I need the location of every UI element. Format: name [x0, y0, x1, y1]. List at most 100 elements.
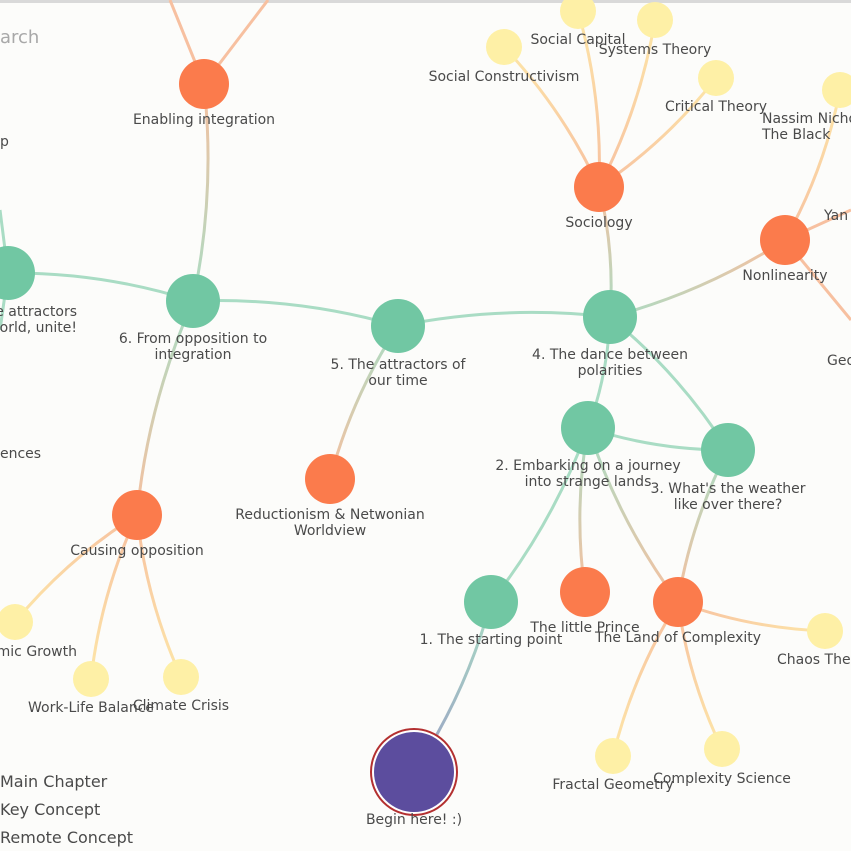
node-econgrowth[interactable]: mic Growth [0, 604, 77, 660]
node-label-sociology: Sociology [565, 215, 632, 231]
node-label-line: Social Capital [530, 32, 625, 48]
node-label-fractal: Fractal Geometry [552, 777, 673, 793]
node-nonlin[interactable]: Nonlinearity [742, 215, 828, 284]
node-chaos[interactable]: Chaos The [777, 613, 851, 668]
node-label-edge_yan: Yan [823, 208, 848, 224]
node-label-prince: The little Prince [529, 620, 639, 636]
node-climate[interactable]: Climate Crisis [133, 659, 229, 714]
node-circle-reduct[interactable] [305, 454, 355, 504]
node-systheory[interactable]: Systems Theory [599, 2, 712, 58]
node-circle-nassim[interactable] [822, 72, 851, 108]
node-circle-prince[interactable] [560, 567, 610, 617]
legend-key-concept: Key Concept [0, 800, 101, 819]
node-label-line: 4. The dance between [532, 347, 688, 363]
node-label-line: 5. The attractors of [331, 357, 467, 373]
node-label-line: Fractal Geometry [552, 777, 673, 793]
node-label-line: polarities [578, 363, 643, 379]
node-circle-cxscience[interactable] [704, 731, 740, 767]
node-circle-c3[interactable] [701, 423, 755, 477]
node-label-line: Worldview [294, 523, 366, 539]
node-label-nonlin: Nonlinearity [742, 268, 827, 284]
node-circle-soccap[interactable] [560, 0, 596, 29]
node-label-line: Climate Crisis [133, 698, 229, 714]
node-circle-worklife[interactable] [73, 661, 109, 697]
node-circle-crittheory[interactable] [698, 60, 734, 96]
node-label-soccap: Social Capital [530, 32, 625, 48]
node-label-line: like over there? [674, 497, 783, 513]
node-label-line: ences [0, 446, 41, 462]
node-prince[interactable]: The little Prince [529, 567, 640, 636]
node-circle-start[interactable] [374, 732, 454, 812]
nodes-layer: Begin here! :) 1. The starting point 2. Em… [0, 0, 851, 828]
node-cxscience[interactable]: Complexity Science [653, 731, 791, 787]
node-label-edge_ences: ences [0, 446, 41, 462]
node-label-edge_geo: Geo [827, 353, 851, 369]
node-circle-causing[interactable] [112, 490, 162, 540]
node-circle-econgrowth[interactable] [0, 604, 33, 640]
node-circle-c5[interactable] [371, 299, 425, 353]
node-circle-landcx[interactable] [653, 577, 703, 627]
node-circle-c7[interactable] [0, 246, 35, 300]
node-causing[interactable]: Causing opposition [70, 490, 204, 559]
edge-causing-climate [135, 514, 183, 678]
node-enabling[interactable]: Enabling integration [133, 59, 275, 128]
node-label-line: The Land of Complexity [594, 630, 761, 646]
node-circle-c4[interactable] [583, 290, 637, 344]
node-circle-climate[interactable] [163, 659, 199, 695]
node-start[interactable]: Begin here! :) [366, 728, 462, 828]
node-label-line: 2. Embarking on a journey [495, 458, 680, 474]
node-crittheory[interactable]: Critical Theory [665, 60, 767, 115]
node-label-line: 6. From opposition to [119, 331, 267, 347]
node-label-line: mic Growth [0, 644, 77, 660]
node-soccap[interactable]: Social Capital [530, 0, 626, 48]
node-label-line: The Black [761, 127, 831, 143]
node-circle-fractal[interactable] [595, 738, 631, 774]
node-landcx[interactable]: The Land of Complexity [594, 577, 761, 646]
node-label-line: Chaos The [777, 652, 851, 668]
node-label-line: Complexity Science [653, 771, 791, 787]
node-sociology[interactable]: Sociology [565, 162, 633, 231]
search-field[interactable]: arch [0, 27, 40, 48]
node-socconst[interactable]: Social Constructivism [429, 29, 580, 85]
node-label-line: Enabling integration [133, 112, 275, 128]
node-worklife[interactable]: Work-Life Balance [28, 661, 154, 716]
legend-remote-concept: Remote Concept [0, 828, 133, 847]
node-circle-socconst[interactable] [486, 29, 522, 65]
node-circle-systheory[interactable] [637, 2, 673, 38]
node-label-line: orld, unite! [0, 320, 77, 336]
node-label-crittheory: Critical Theory [665, 99, 767, 115]
node-circle-c2[interactable] [561, 401, 615, 455]
node-label-line: Begin here! :) [366, 812, 462, 828]
node-label-edge_p: p [0, 134, 9, 150]
node-circle-chaos[interactable] [807, 613, 843, 649]
legend-main-chapter: Main Chapter [0, 772, 108, 791]
node-circle-nonlin[interactable] [760, 215, 810, 265]
node-edge_yan: Yan [823, 208, 848, 224]
node-label-line: 1. The starting point [420, 632, 563, 648]
node-label-line: Nonlinearity [742, 268, 827, 284]
node-label-line: The little Prince [529, 620, 639, 636]
node-circle-sociology[interactable] [574, 162, 624, 212]
node-c1[interactable]: 1. The starting point [420, 575, 563, 648]
node-label-line: Social Constructivism [429, 69, 580, 85]
node-label-cxscience: Complexity Science [653, 771, 791, 787]
node-label-climate: Climate Crisis [133, 698, 229, 714]
node-circle-c1[interactable] [464, 575, 518, 629]
node-fractal[interactable]: Fractal Geometry [552, 738, 674, 793]
node-circle-enabling[interactable] [179, 59, 229, 109]
node-circle-c6[interactable] [166, 274, 220, 328]
node-label-econgrowth: mic Growth [0, 644, 77, 660]
